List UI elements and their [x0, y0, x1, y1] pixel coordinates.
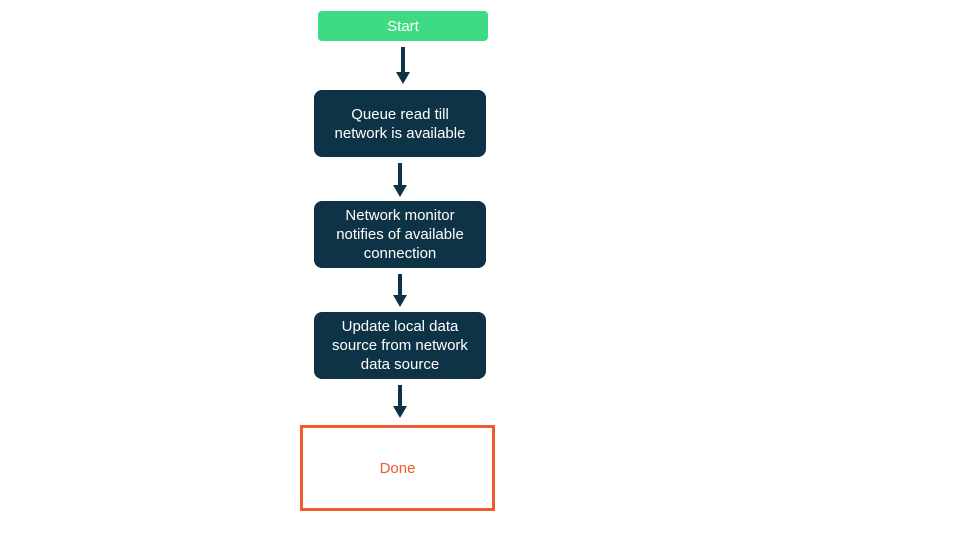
node-update-local-data-label: Update local data source from network da… [332, 318, 468, 373]
arrow-down-icon [393, 385, 407, 418]
node-done-label: Done [379, 459, 416, 477]
node-queue-read-label: Queue read till network is available [334, 105, 466, 142]
arrow-stem [398, 385, 402, 406]
flowchart-node-network-monitor: Network monitor notifies of available co… [314, 201, 486, 268]
arrow-stem [398, 274, 402, 295]
arrow-head [393, 185, 407, 197]
node-start-label: Start [387, 17, 419, 35]
arrow-head [396, 72, 410, 84]
arrow-down-icon [393, 163, 407, 197]
arrow-stem [401, 47, 405, 72]
arrow-head [393, 406, 407, 418]
arrow-down-icon [396, 47, 410, 84]
flowchart-node-update-local-data: Update local data source from network da… [314, 312, 486, 379]
flowchart-node-queue-read: Queue read till network is available [314, 90, 486, 157]
flowchart-node-start: Start [318, 11, 488, 41]
arrow-head [393, 295, 407, 307]
arrow-down-icon [393, 274, 407, 307]
arrow-stem [398, 163, 402, 185]
flowchart-node-done: Done [300, 425, 495, 511]
node-network-monitor-label: Network monitor notifies of available co… [336, 207, 464, 262]
